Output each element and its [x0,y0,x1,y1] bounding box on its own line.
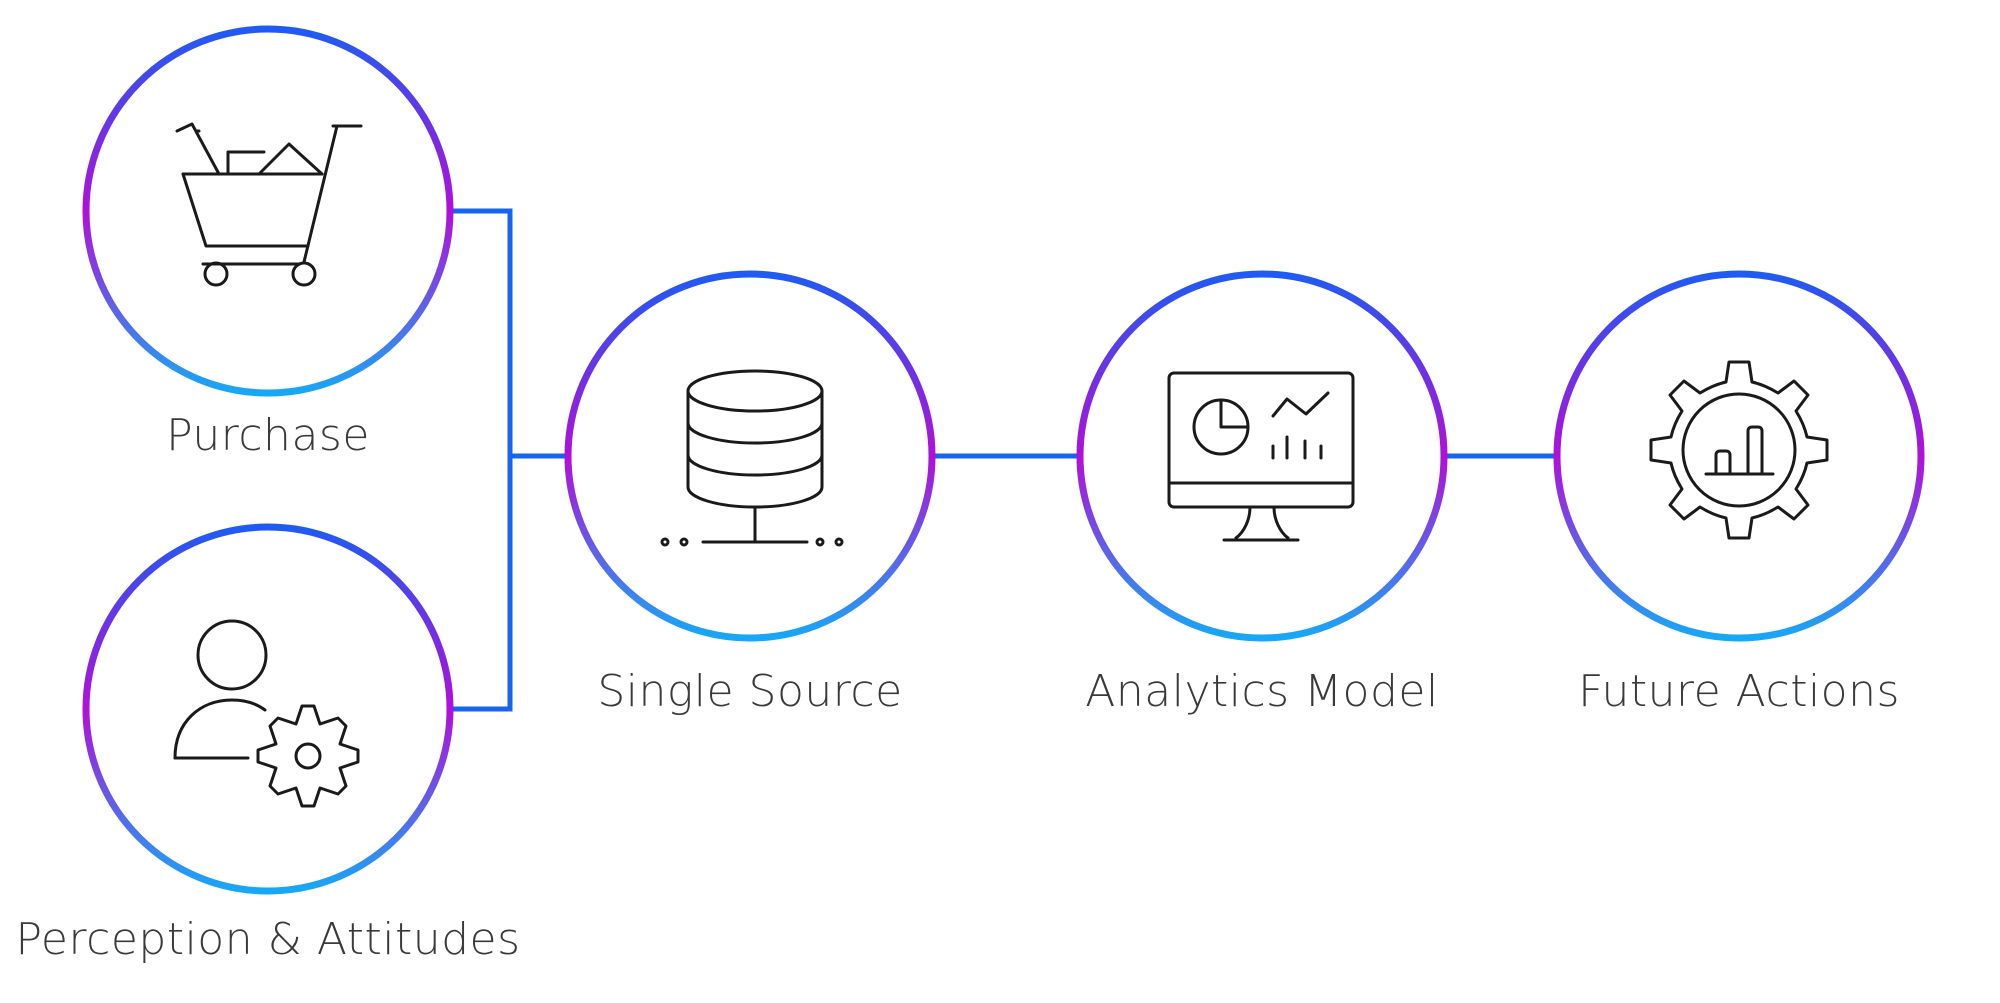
node-purchase: Purchase [82,25,454,461]
gear-chart-icon [1649,360,1829,540]
node-label: Analytics Model [1085,666,1438,717]
user-gear-icon [173,619,360,808]
node-analytics-model: Analytics Model [1076,270,1448,717]
node-perception: Perception & Attitudes [15,523,520,965]
shopping-cart-icon [175,122,363,287]
node-label: Perception & Attitudes [15,914,520,965]
monitor-chart-icon [1167,371,1355,542]
node-label: Purchase [166,410,370,461]
node-ring [564,270,936,642]
node-ring [1076,270,1448,642]
node-ring [82,523,454,895]
node-ring [1553,270,1925,642]
node-future-actions: Future Actions [1553,270,1925,717]
connector-purchase [452,208,513,456]
node-ring [82,25,454,397]
database-icon [660,369,844,547]
connectors [452,208,1556,712]
connector-perception [452,456,513,712]
node-single-source: Single Source [564,270,936,717]
node-label: Single Source [597,666,902,717]
node-label: Future Actions [1578,666,1900,717]
